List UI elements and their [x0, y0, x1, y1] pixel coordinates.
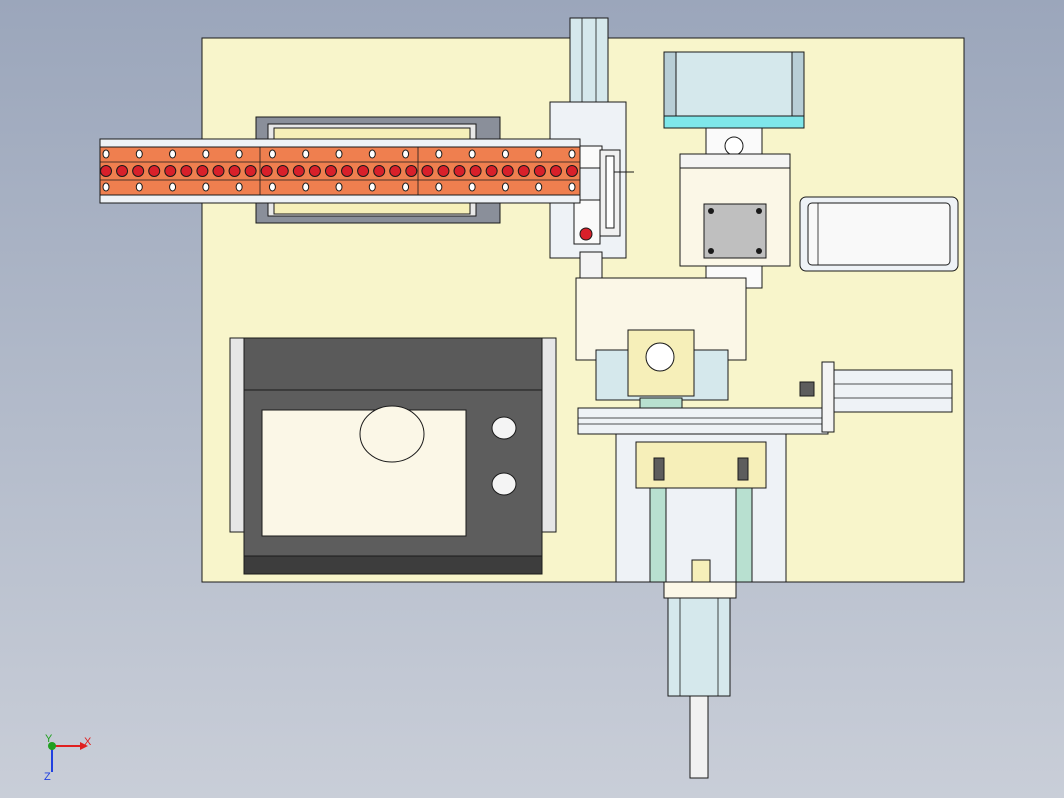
conveyor-slot — [357, 165, 370, 177]
conveyor-slot — [549, 165, 562, 177]
conveyor-bolt — [135, 182, 143, 192]
conveyor-bolt — [435, 182, 443, 192]
enclosure-box[interactable] — [229, 337, 557, 575]
conveyor-slot — [308, 165, 321, 177]
conveyor-slot — [228, 165, 241, 177]
conveyor-bolt — [402, 182, 410, 192]
conveyor-bolt — [302, 182, 310, 192]
conveyor-bolt — [435, 149, 443, 159]
conveyor-bolt — [501, 149, 509, 159]
conveyor-slot — [196, 165, 209, 177]
central-slide-block[interactable] — [575, 277, 747, 419]
conveyor-bolt — [468, 149, 476, 159]
conveyor-bolt — [102, 182, 110, 192]
triad-y-label: Y — [45, 733, 53, 745]
conveyor-bolt — [335, 149, 343, 159]
conveyor-slot — [260, 165, 273, 177]
conveyor-bolt — [368, 182, 376, 192]
bottom-motor[interactable] — [663, 581, 737, 779]
conveyor-bolt-row — [102, 149, 576, 192]
conveyor-rail[interactable] — [99, 138, 581, 204]
conveyor-slot — [244, 165, 257, 177]
conveyor-slot — [180, 165, 193, 177]
conveyor-slot — [276, 165, 289, 177]
conveyor-bolt — [169, 182, 177, 192]
conveyor-bolt — [102, 149, 110, 159]
conveyor-bolt — [235, 182, 243, 192]
right-window[interactable] — [799, 196, 959, 272]
conveyor-bolt — [302, 149, 310, 159]
conveyor-bolt — [235, 149, 243, 159]
conveyor-slot — [148, 165, 161, 177]
triad-z-label: Z — [44, 771, 51, 783]
conveyor-slot — [453, 165, 466, 177]
conveyor-bolt — [368, 149, 376, 159]
conveyor-slot — [437, 165, 450, 177]
conveyor-bolt — [501, 182, 509, 192]
conveyor-slot — [341, 165, 354, 177]
coordinate-triad: X Y Z — [44, 733, 92, 783]
triad-x-label: X — [84, 736, 92, 748]
conveyor-slot — [405, 165, 418, 177]
conveyor-slot — [100, 165, 112, 177]
conveyor-slot-row — [100, 165, 578, 177]
top-right-cylinder[interactable] — [663, 51, 805, 169]
conveyor-slot — [469, 165, 482, 177]
conveyor-bolt — [268, 182, 276, 192]
conveyor-bolt — [202, 182, 210, 192]
conveyor-bolt — [335, 182, 343, 192]
vertical-column[interactable] — [615, 433, 787, 583]
conveyor-bolt — [202, 149, 210, 159]
conveyor-slot — [116, 165, 129, 177]
conveyor-slot — [212, 165, 225, 177]
conveyor-slot — [566, 165, 578, 177]
conveyor-bolt — [535, 182, 543, 192]
conveyor-bolt — [468, 182, 476, 192]
conveyor-bolt — [535, 149, 543, 159]
conveyor-slot — [292, 165, 305, 177]
conveyor-slot — [533, 165, 546, 177]
conveyor-slot — [164, 165, 177, 177]
conveyor-slot — [517, 165, 530, 177]
conveyor-bolt — [135, 149, 143, 159]
conveyor-slot — [373, 165, 386, 177]
conveyor-slot — [132, 165, 145, 177]
conveyor-slot — [389, 165, 402, 177]
conveyor-bolt — [568, 182, 576, 192]
conveyor-slot — [501, 165, 514, 177]
conveyor-slot — [485, 165, 498, 177]
linear-rail[interactable] — [577, 361, 953, 435]
conveyor-bolt — [402, 149, 410, 159]
conveyor-slot — [421, 165, 434, 177]
conveyor-bolt — [568, 149, 576, 159]
conveyor-slot — [324, 165, 337, 177]
conveyor-bolt — [268, 149, 276, 159]
conveyor-bolt — [169, 149, 177, 159]
